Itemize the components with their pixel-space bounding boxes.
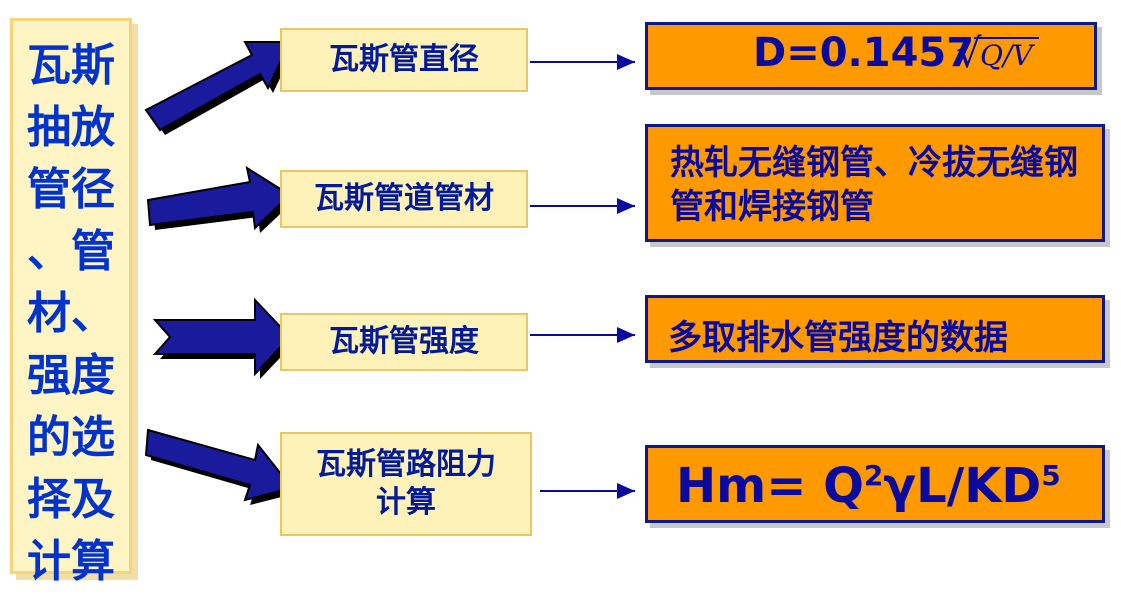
result-resistance-formula: Hm= Q2γL/KD5 [645, 445, 1105, 523]
result-diameter-formula: D=0.1457 √ Q/V [645, 22, 1097, 90]
title-box: 瓦斯 抽放 管径 、管 材、 强度 的选 择及 计算 [10, 18, 132, 587]
block-arrow-1 [144, 41, 295, 135]
formula-rest: γL/KD [883, 458, 1042, 514]
pipe-strength-text: 多取排水管强度的数据 [668, 318, 1008, 358]
item-pipe-strength: 瓦斯管强度 [280, 313, 528, 371]
result-pipe-material: 热轧无缝钢管、冷拔无缝钢管和焊接钢管 [645, 124, 1105, 242]
block-arrow-4 [144, 428, 297, 505]
formula-sup: 2 [863, 459, 884, 492]
diameter-radicand: Q/V [974, 37, 1039, 72]
item-resistance-calc: 瓦斯管路阻力 计算 [280, 432, 532, 536]
resistance-formula: Hm= Q2γL/KD5 [676, 458, 1061, 514]
item-pipe-material: 瓦斯管道管材 [280, 170, 528, 228]
result-pipe-strength: 多取排水管强度的数据 [645, 295, 1105, 363]
formula-sup2: 5 [1041, 459, 1061, 492]
block-arrow-2 [146, 165, 295, 233]
pipe-material-text: 热轧无缝钢管、冷拔无缝钢管和焊接钢管 [670, 143, 1078, 227]
title-text: 瓦斯 抽放 管径 、管 材、 强度 的选 择及 计算 [27, 40, 115, 587]
block-arrow-3 [152, 297, 295, 379]
formula-main: Hm= Q [676, 458, 864, 514]
diameter-formula: D=0.1457 [753, 30, 975, 76]
item-diameter: 瓦斯管直径 [280, 28, 528, 92]
